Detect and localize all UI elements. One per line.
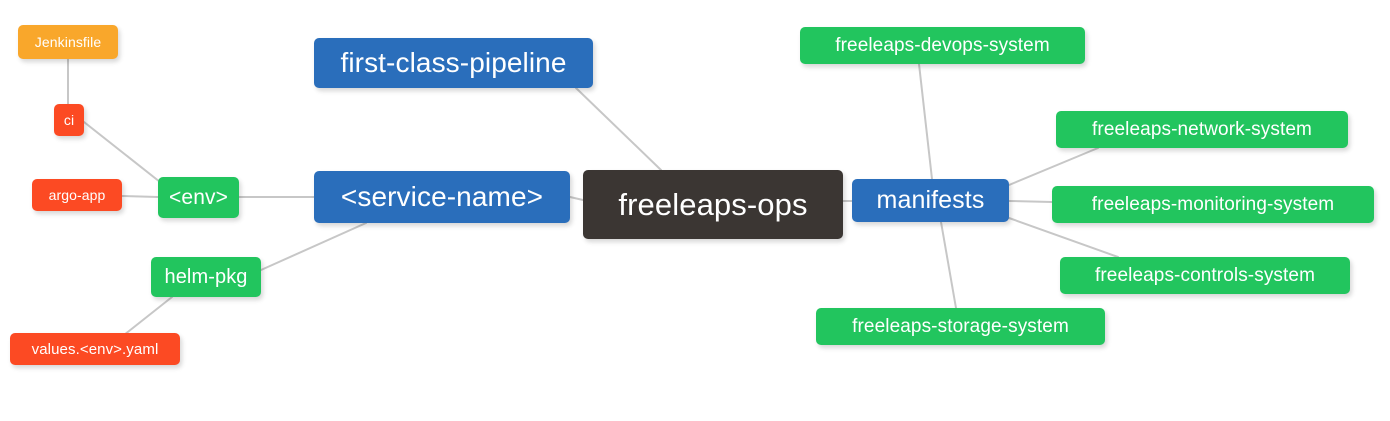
node-values-env-yaml[interactable]: values.<env>.yaml xyxy=(10,333,180,365)
node-first-class-pipeline[interactable]: first-class-pipeline xyxy=(314,38,593,88)
node-label-freeleaps-ops: freeleaps-ops xyxy=(618,187,808,222)
edge-manifests-network xyxy=(1008,147,1099,186)
node-label-freeleaps-devops-system: freeleaps-devops-system xyxy=(835,35,1050,56)
node-freeleaps-devops-system[interactable]: freeleaps-devops-system xyxy=(800,27,1085,64)
node-label-jenkinsfile: Jenkinsfile xyxy=(34,34,102,50)
node-freeleaps-monitoring-system[interactable]: freeleaps-monitoring-system xyxy=(1052,186,1374,223)
node-manifests[interactable]: manifests xyxy=(852,179,1009,222)
node-freeleaps-ops[interactable]: freeleaps-ops xyxy=(583,170,843,239)
node-label-ci: ci xyxy=(63,112,75,128)
edge-servicename-helmpkg xyxy=(260,222,367,271)
node-label-argo-app: argo-app xyxy=(48,187,106,203)
node-freeleaps-storage-system[interactable]: freeleaps-storage-system xyxy=(816,308,1105,345)
node-label-helm-pkg: helm-pkg xyxy=(164,266,248,288)
node-label-service-name: <service-name> xyxy=(340,181,544,212)
node-label-first-class-pipeline: first-class-pipeline xyxy=(340,47,567,78)
node-label-freeleaps-controls-system: freeleaps-controls-system xyxy=(1094,265,1316,286)
node-freeleaps-network-system[interactable]: freeleaps-network-system xyxy=(1056,111,1348,148)
edge-manifests-devops xyxy=(918,63,933,180)
node-label-values-env-yaml: values.<env>.yaml xyxy=(31,340,159,358)
node-label-manifests: manifests xyxy=(876,186,985,214)
node-env[interactable]: <env> xyxy=(158,177,239,218)
edge-manifests-controls xyxy=(1008,217,1119,258)
node-label-freeleaps-network-system: freeleaps-network-system xyxy=(1092,119,1312,140)
node-label-freeleaps-storage-system: freeleaps-storage-system xyxy=(852,316,1069,337)
node-jenkinsfile[interactable]: Jenkinsfile xyxy=(18,25,118,59)
edge-manifests-monitoring xyxy=(1008,200,1053,203)
node-service-name[interactable]: <service-name> xyxy=(314,171,570,223)
edge-helmpkg-values xyxy=(123,296,173,336)
node-label-freeleaps-monitoring-system: freeleaps-monitoring-system xyxy=(1091,194,1335,215)
edge-ci-env xyxy=(83,121,161,183)
edge-manifests-storage xyxy=(940,221,957,309)
edge-argoapp-env xyxy=(121,195,159,198)
node-freeleaps-controls-system[interactable]: freeleaps-controls-system xyxy=(1060,257,1350,294)
edge-servicename-ops xyxy=(569,196,584,201)
node-ci[interactable]: ci xyxy=(54,104,84,136)
node-argo-app[interactable]: argo-app xyxy=(32,179,122,211)
node-label-env: <env> xyxy=(169,186,228,209)
edge-firstclass-ops xyxy=(575,87,662,171)
node-helm-pkg[interactable]: helm-pkg xyxy=(151,257,261,297)
